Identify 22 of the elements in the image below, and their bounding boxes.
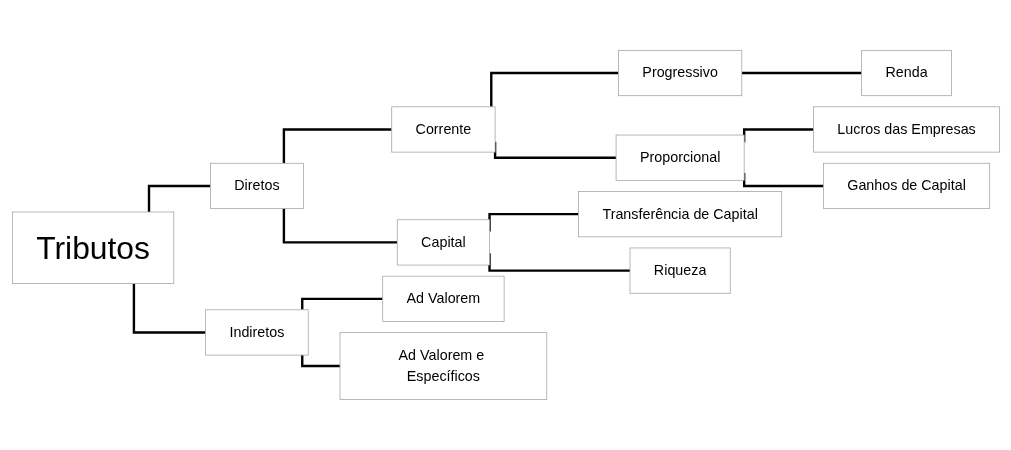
connector xyxy=(282,128,392,164)
node-box: Proporcional xyxy=(615,134,745,181)
node-box: Lucros das Empresas xyxy=(812,106,1000,153)
connector xyxy=(132,283,206,334)
node-box: Indiretos xyxy=(204,309,309,356)
connector xyxy=(489,71,618,107)
connector xyxy=(740,71,862,75)
node-box: Progressivo xyxy=(617,50,742,97)
node-box: Renda xyxy=(860,50,952,97)
node-box: Riqueza xyxy=(629,247,731,294)
node-box: Corrente xyxy=(390,106,495,153)
connector xyxy=(282,208,397,244)
connector xyxy=(147,184,210,213)
connector xyxy=(300,297,383,310)
node-box: Ad Valorem xyxy=(381,275,504,322)
node-box: Ganhos de Capital xyxy=(822,162,990,210)
node-box: Transferência de Capital xyxy=(577,191,782,238)
node-box: Ad Valorem e Específicos xyxy=(339,332,547,400)
node-box: Capital xyxy=(396,219,490,266)
node-box: Tributos xyxy=(11,211,174,285)
connector xyxy=(300,355,340,368)
node-box: Diretos xyxy=(209,162,304,210)
